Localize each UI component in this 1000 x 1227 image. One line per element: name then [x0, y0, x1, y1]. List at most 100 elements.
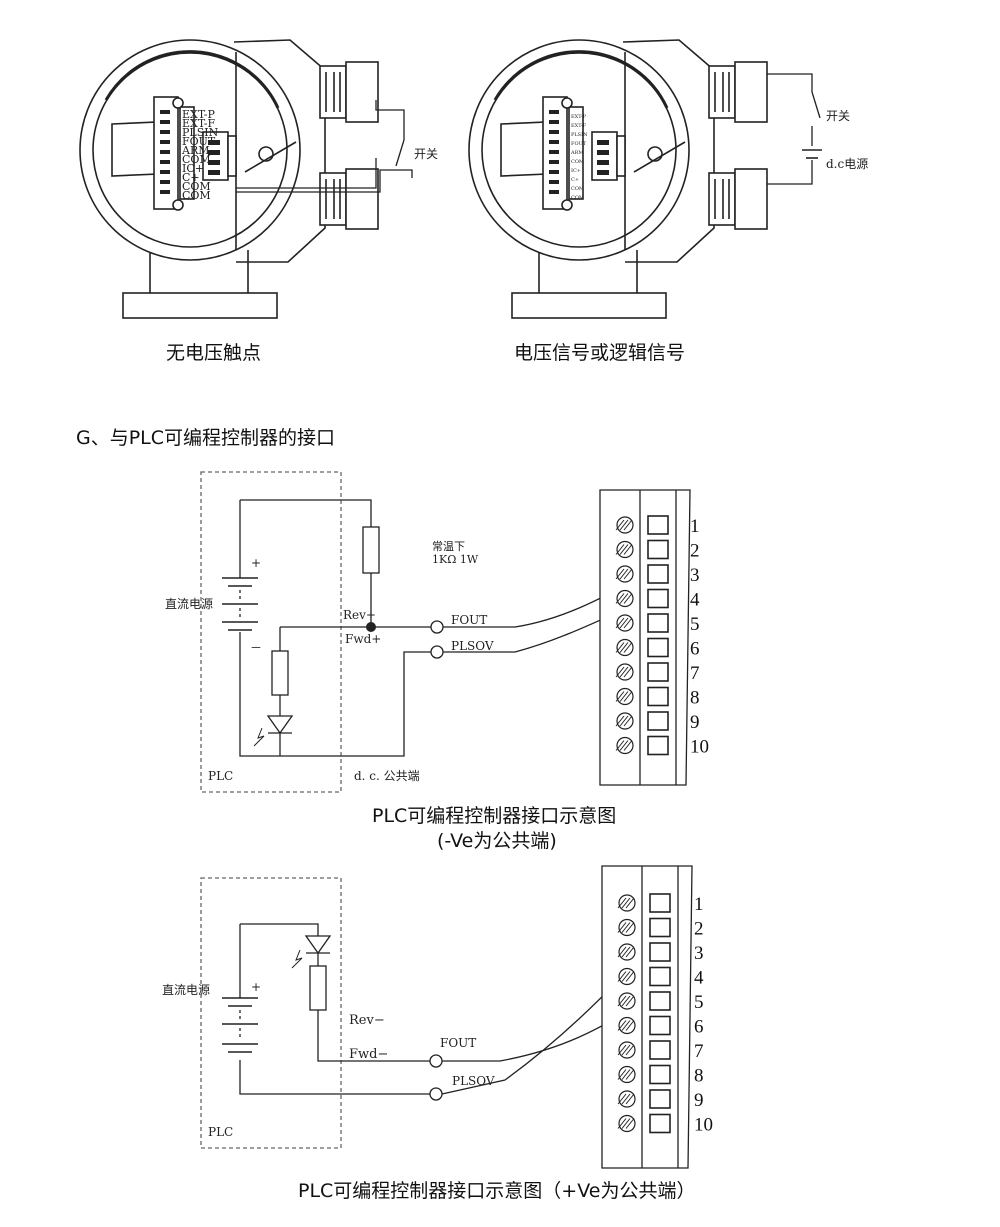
- terminal-screw-icon: [615, 663, 634, 681]
- terminal-screw-icon: [615, 687, 634, 706]
- svg-text:ARM: ARM: [570, 150, 584, 156]
- svg-text:COM: COM: [182, 153, 211, 166]
- terminal-number: 2: [694, 919, 704, 940]
- terminal-number: 1: [690, 516, 700, 537]
- diagram1-caption-line2: (-Ve为公共端): [437, 830, 557, 852]
- svg-text:IC+: IC+: [182, 162, 204, 175]
- svg-text:EXT-P: EXT-P: [182, 108, 215, 121]
- svg-text:FOUT: FOUT: [571, 141, 587, 147]
- terminal-strip-2-slots: 1 2 3 4 5 6 7 8 9 10: [617, 893, 713, 1136]
- terminal-slot: [649, 942, 671, 962]
- terminal-screw-icon: [617, 1041, 636, 1059]
- diagram1-common-label: d. c. 公共端: [354, 769, 420, 783]
- switch-label-right: 开关: [826, 109, 850, 123]
- diagram2-caption: PLC可编程控制器接口示意图（+Ve为公共端）: [298, 1180, 696, 1202]
- caption-no-voltage-contact: 无电压触点: [166, 342, 262, 364]
- diagram2-rev-label: Rev−: [349, 1013, 385, 1028]
- terminal-slot: [649, 1064, 671, 1085]
- terminal-slot: [649, 991, 671, 1011]
- junction-dot-1: [366, 622, 376, 632]
- terminal-screw-icon: [615, 712, 634, 730]
- terminal-slot: [647, 539, 669, 560]
- svg-text:PLSIN: PLSIN: [571, 132, 588, 138]
- terminal-number: 5: [690, 614, 700, 635]
- diagram2-dc-source-label: 直流电源: [162, 983, 210, 997]
- section-heading: G、与PLC可编程控制器的接口: [76, 427, 336, 449]
- terminal-screw-icon: [617, 992, 636, 1010]
- terminal-slot: [647, 686, 669, 707]
- caption-voltage-logic-signal: 电压信号或逻辑信号: [514, 342, 686, 364]
- diagram2-plsov-label: PLSOV: [452, 1074, 495, 1088]
- terminal-screw-icon: [615, 736, 634, 755]
- terminal-screw-icon: [615, 614, 634, 632]
- terminal-slot: [647, 735, 669, 756]
- terminal-strip-1: [599, 489, 691, 786]
- svg-text:EXT-F: EXT-F: [182, 117, 215, 130]
- diagram2-plc-label: PLC: [208, 1125, 233, 1139]
- svg-text:EXT-F: EXT-F: [571, 123, 587, 129]
- terminal-screw-icon: [615, 565, 634, 583]
- terminal-slot: [649, 1015, 671, 1036]
- terminal-slot: [647, 564, 669, 584]
- terminal-screw-icon: [617, 894, 636, 912]
- svg-text:COM: COM: [182, 180, 211, 193]
- diagram2-fwd-label: Fwd−: [349, 1047, 388, 1062]
- terminal-number: 4: [690, 590, 700, 611]
- terminal-screw-icon: [617, 943, 636, 961]
- terminal-number: 7: [694, 1041, 704, 1062]
- diagram1-plc-label: PLC: [208, 769, 233, 783]
- diagram2-plus: +: [251, 980, 261, 994]
- resistor-note-line1: 常温下: [432, 540, 465, 553]
- terminal-screw-icon: [617, 1114, 636, 1133]
- diagram1-rev-label: Rev+: [343, 608, 376, 622]
- terminal-screw-icon: [615, 540, 634, 559]
- terminal-number: 8: [694, 1066, 704, 1087]
- terminal-screw-icon: [615, 516, 634, 534]
- terminal-slot: [647, 613, 669, 633]
- terminal-slot: [649, 1040, 671, 1060]
- terminal-slot: [649, 917, 671, 938]
- terminal-slot: [647, 515, 669, 535]
- terminal-number: 6: [690, 639, 700, 660]
- diagram1-fout-label: FOUT: [451, 613, 487, 627]
- diagram1-fwd-label: Fwd+: [345, 632, 381, 646]
- housing-left-tags: EXT-P EXT-F PLSIN FOUT ARM COM IC+ C+ CO…: [181, 108, 219, 202]
- terminal-screw-icon: [615, 638, 634, 657]
- housing-right-terminals: [549, 110, 609, 194]
- terminal-number: 3: [690, 565, 700, 586]
- terminal-slot: [647, 711, 669, 731]
- svg-text:ARM: ARM: [181, 144, 210, 157]
- svg-text:FOUT: FOUT: [182, 135, 216, 148]
- terminal-slot: [647, 588, 669, 609]
- terminal-number: 10: [690, 737, 709, 758]
- resistor-note-line2: 1KΩ 1W: [432, 553, 479, 566]
- terminal-number: 10: [694, 1115, 713, 1136]
- terminal-number: 1: [694, 894, 704, 915]
- housing-left: [79, 39, 413, 319]
- svg-text:COM: COM: [571, 195, 584, 201]
- diagram1-dc-source-label: 直流电源: [165, 597, 213, 611]
- terminal-number: 7: [690, 663, 700, 684]
- terminal-strip-2: [601, 865, 693, 1169]
- housing-right-tags: EXT-P EXT-F PLSIN FOUT ARM COM IC+ C+ CO…: [570, 114, 588, 201]
- terminal-screw-icon: [617, 1090, 636, 1108]
- terminal-number: 6: [694, 1017, 704, 1038]
- terminal-screw-icon: [617, 918, 636, 937]
- svg-text:C+: C+: [182, 171, 200, 184]
- svg-text:C+: C+: [571, 177, 579, 183]
- svg-text:COM: COM: [571, 159, 584, 165]
- terminal-number: 4: [694, 968, 704, 989]
- terminal-slot: [649, 893, 671, 913]
- terminal-screw-icon: [617, 1065, 636, 1084]
- terminal-number: 9: [694, 1090, 704, 1111]
- svg-text:COM: COM: [182, 189, 211, 202]
- diagram1-wiring: [200, 471, 646, 793]
- diagram1-caption-line1: PLC可编程控制器接口示意图: [372, 805, 617, 827]
- terminal-screw-icon: [617, 967, 636, 986]
- diagram1-plsov-label: PLSOV: [451, 639, 494, 653]
- terminal-number: 3: [694, 943, 704, 964]
- diagram1-plus: +: [251, 556, 261, 570]
- terminal-number: 5: [694, 992, 704, 1013]
